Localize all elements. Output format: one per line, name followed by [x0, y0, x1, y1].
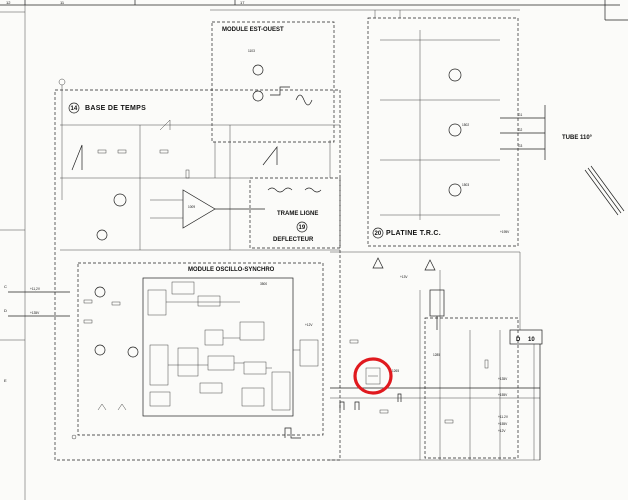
base-de-temps-number: 14: [71, 106, 78, 112]
grid-letter-e: E: [4, 378, 7, 383]
pin-g3: G3: [518, 144, 522, 148]
voltage-155v: +155V: [498, 393, 508, 397]
platine-frame: [367, 17, 519, 247]
voltage-11v: +11.2V: [498, 415, 509, 419]
grid-number-17: 17: [240, 0, 245, 5]
ic-3500-label: 3500: [260, 282, 267, 286]
est-ouest-title: MODULE EST-OUEST: [222, 27, 284, 33]
input-label-11v: +11,2V: [30, 287, 41, 291]
grid-letter-c: C: [4, 284, 7, 289]
voltage-12v: +12V: [305, 323, 313, 327]
platine-title: PLATINE T.R.C.: [386, 230, 441, 237]
voltage-135v: +135V: [498, 377, 508, 381]
grid-number-11: 11: [60, 0, 65, 5]
oscillo-title: MODULE OSCILLO-SYNCHRO: [188, 267, 275, 273]
base-de-temps-title: BASE DE TEMPS: [85, 105, 146, 112]
transistor-1502: 1502: [462, 123, 469, 127]
platine-number: 20: [375, 231, 382, 237]
transformer-1285: 1285: [433, 353, 440, 357]
input-label-135v: +135V: [30, 311, 40, 315]
oscillo-frame: [77, 262, 324, 436]
deflecteur-number: 19: [299, 225, 306, 231]
capacitor-1265: 1265: [392, 369, 399, 373]
connector-label-d: D: [516, 337, 521, 343]
ic-1009-label: 1009: [188, 205, 195, 209]
pin-g2: G2: [518, 128, 522, 132]
transistor-1103: 1103: [248, 49, 255, 53]
base-de-temps-frame: [54, 89, 341, 461]
grid-letter-d: D: [4, 308, 7, 313]
ic-3500: [142, 277, 294, 417]
voltage-195v: +195V: [500, 230, 510, 234]
deflecteur-line2: DEFLECTEUR: [273, 237, 314, 243]
connector-label-10: 10: [528, 337, 535, 343]
pin-g1: G1: [518, 113, 522, 117]
deflecteur-frame: [249, 177, 341, 249]
highlight-circle: [353, 357, 393, 395]
amplifier-1009: [182, 189, 216, 229]
voltage-13v: +13V: [400, 275, 408, 279]
deflecteur-line1: TRAME LIGNE: [277, 211, 318, 217]
connector-10: [509, 329, 543, 345]
tube-title: TUBE 110°: [562, 135, 593, 141]
voltage-155v-b: +155V: [498, 422, 508, 426]
est-ouest-frame: [211, 21, 335, 143]
grid-number-12: 12: [6, 0, 11, 5]
transistor-1503: 1503: [462, 183, 469, 187]
voltage-12v-b: +12V: [498, 429, 506, 433]
